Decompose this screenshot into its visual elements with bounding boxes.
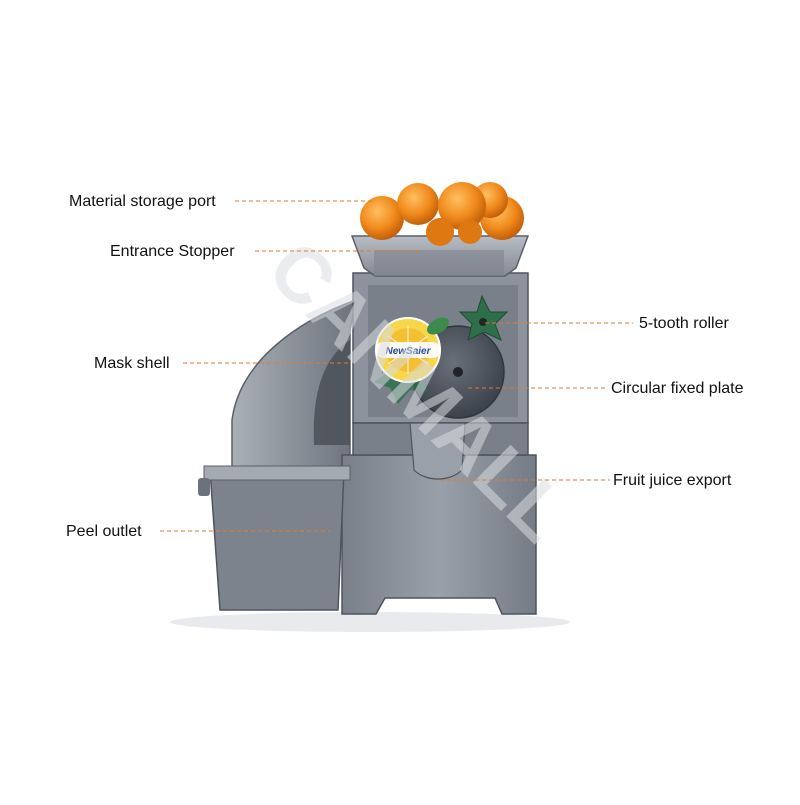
peel-bin bbox=[209, 469, 345, 611]
label-material-storage-port: Material storage port bbox=[69, 193, 216, 210]
brand-logo-text: NewSaier bbox=[385, 346, 431, 357]
label-peel-outlet: Peel outlet bbox=[66, 523, 142, 540]
floor-shadow bbox=[170, 612, 570, 632]
label-mask-shell: Mask shell bbox=[94, 355, 170, 372]
hopper-neck bbox=[374, 250, 504, 276]
peel-bin-handle bbox=[198, 478, 210, 496]
juice-spout bbox=[409, 422, 466, 480]
chute-inner bbox=[313, 340, 350, 445]
leader-lines bbox=[160, 200, 633, 532]
machine-base bbox=[341, 454, 537, 615]
oranges bbox=[360, 182, 524, 246]
brand-logo: NewSaier bbox=[375, 317, 449, 383]
label-entrance-stopper: Entrance Stopper bbox=[110, 243, 235, 260]
five-tooth-roller bbox=[458, 294, 509, 341]
label-circular-fixed-plate: Circular fixed plate bbox=[611, 380, 744, 397]
roller-hub bbox=[479, 318, 487, 326]
label-five-tooth-roller: 5-tooth roller bbox=[639, 315, 729, 332]
peel-bin-rim bbox=[203, 465, 351, 481]
plate-hub bbox=[453, 367, 463, 377]
label-fruit-juice-export: Fruit juice export bbox=[613, 472, 732, 489]
